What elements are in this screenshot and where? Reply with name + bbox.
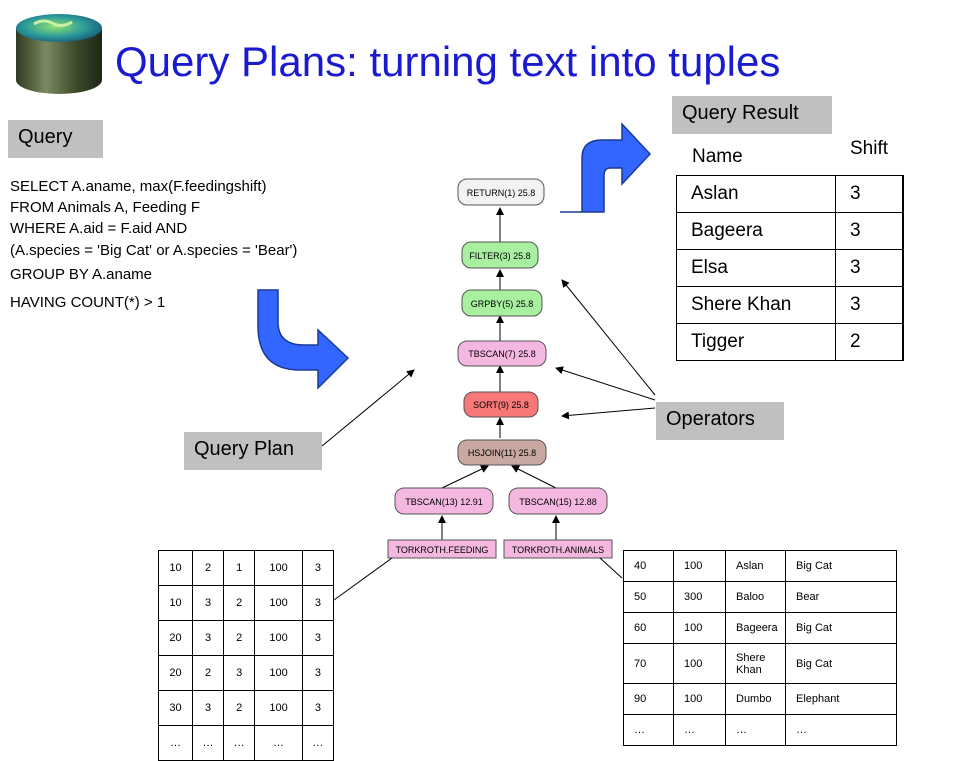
result-cell: 3 [835,175,904,213]
table-cell: 50 [623,581,674,613]
plan-node-grpby [461,289,543,317]
result-header-shift: Shift [850,138,889,159]
table-cell: Big Cat [785,643,897,684]
table-cell: … [223,725,256,761]
plan-edge [441,465,489,489]
table-cell: Dumbo [725,683,786,715]
plan-node-tbscan15 [508,487,608,515]
plan-node-return [457,178,545,206]
plan-node-label: TBSCAN(13) 12.91 [405,497,483,507]
result-cell: Elsa [676,249,836,287]
query-plan-label: Query Plan [184,432,322,470]
result-header-name: Name [692,146,743,167]
sql-line: WHERE A.aid = F.aid AND [10,220,188,237]
table-cell: … [191,725,225,761]
database-icon [16,14,102,94]
sql-line: FROM Animals A, Feeding F [10,199,201,216]
curved-arrow-icon [560,122,652,213]
table-cell: 3 [301,550,335,586]
table-cell: 2 [223,585,256,621]
plan-node-label: TBSCAN(15) 12.88 [519,497,597,507]
table-cell: Elephant [785,683,897,715]
table-cell: Bageera [725,612,786,644]
table-cell: 90 [623,683,674,715]
animals-table-pointer [599,557,623,579]
operators-label: Operators [656,402,784,440]
table-cell: Big Cat [785,550,897,582]
plan-node-tbscan13 [394,487,494,515]
plan-node-label: TORKROTH.ANIMALS [512,545,604,555]
plan-node-label: FILTER(3) 25.8 [469,251,530,261]
plan-node-animals [503,539,613,559]
result-cell: Aslan [676,175,836,213]
query-label: Query [8,120,103,158]
operator-pointer [555,366,656,401]
plan-node-feeding [387,539,497,559]
table-cell: 3 [301,620,335,656]
result-cell: 3 [835,249,904,287]
table-cell: 20 [158,655,193,691]
table-cell: … [301,725,335,761]
query-plan-diagram: RETURN(1) 25.8 FILTER(3) 25.8 GRPBY(5) 2… [257,122,656,601]
result-cell: 3 [835,212,904,250]
table-cell: 3 [301,655,335,691]
curved-arrow-icon [257,289,350,390]
plan-node-filter [461,241,539,269]
table-cell: 3 [191,585,225,621]
query-plan-pointer [321,369,415,447]
table-cell: 2 [223,620,256,656]
table-cell: 100 [673,683,726,715]
sql-line: (A.species = 'Big Cat' or A.species = 'B… [10,242,298,259]
result-cell: Bageera [676,212,836,250]
table-cell: 60 [623,612,674,644]
plan-node-hsjoin [457,439,547,466]
table-row: …………… [158,725,335,761]
query-result-label: Query Result [672,96,832,134]
plan-node-label: GRPBY(5) 25.8 [471,299,534,309]
plan-edge [511,465,557,489]
sql-line: GROUP BY A.aname [10,266,153,283]
plan-node-label: TORKROTH.FEEDING [396,545,489,555]
table-cell: Aslan [725,550,786,582]
table-cell: Baloo [725,581,786,613]
plan-node-label: TBSCAN(7) 25.8 [468,349,536,359]
plan-node-label: HSJOIN(11) 25.8 [468,448,536,458]
table-cell: 20 [158,620,193,656]
operator-pointer [561,279,656,396]
result-cell: Tigger [676,323,836,361]
operator-pointer [561,407,656,420]
sql-line: SELECT A.aname, max(F.feedingshift) [10,178,267,195]
result-cell: 2 [835,323,904,361]
table-cell: 100 [673,550,726,582]
table-cell: 100 [673,612,726,644]
table-cell: … [254,725,303,761]
result-cell: 3 [835,286,904,324]
table-cell: 100 [673,643,726,684]
plan-node-label: SORT(9) 25.8 [473,400,529,410]
page-title: Query Plans: turning text into tuples [115,38,781,85]
sql-line: HAVING COUNT(*) > 1 [10,294,166,311]
plan-node-sort [463,391,539,418]
plan-node-tbscan7 [457,340,547,367]
table-cell: … [158,725,193,761]
plan-node-label: RETURN(1) 25.8 [467,188,536,198]
feeding-table-pointer [333,557,393,601]
